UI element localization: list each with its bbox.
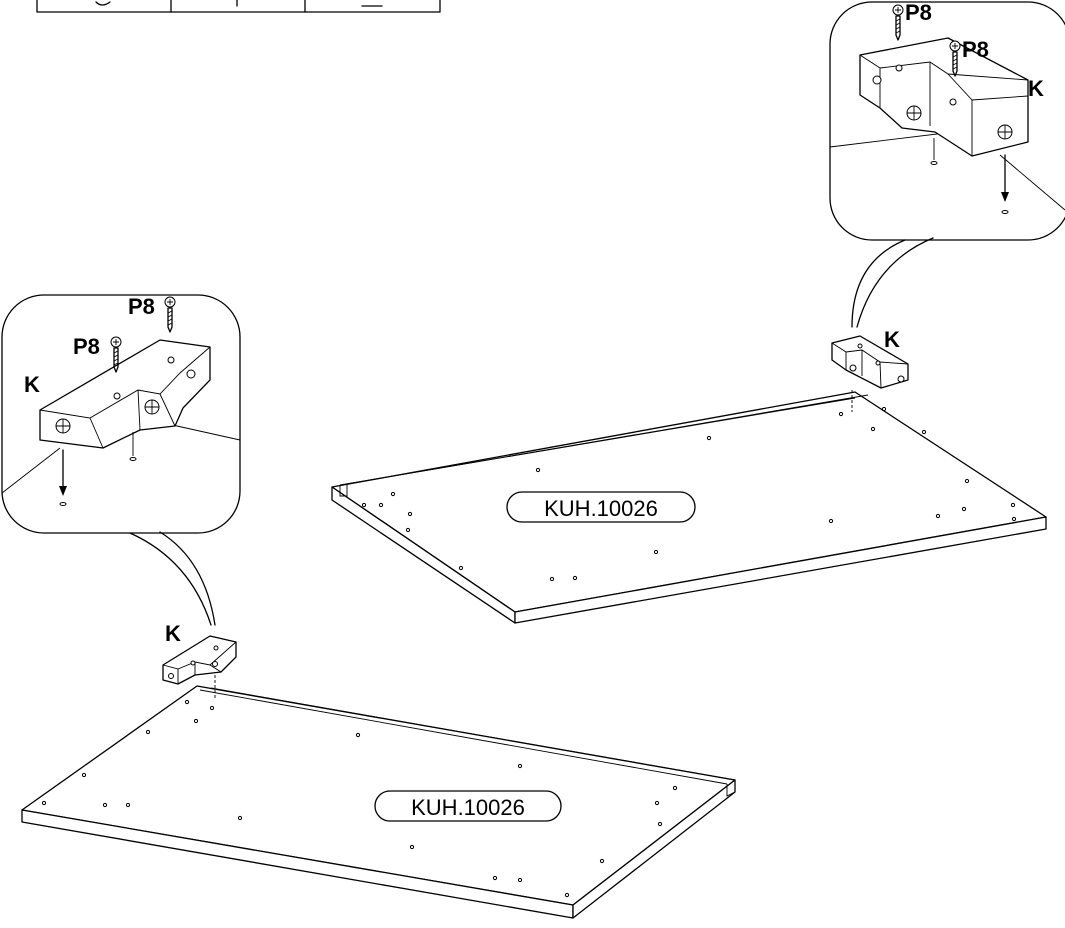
panel-left: KUH.10026 <box>21 685 736 919</box>
screw-label-3: P8 <box>128 294 155 319</box>
parts-table-fragment <box>36 0 441 13</box>
bracket-k-right: K <box>831 327 909 412</box>
panel-left-label: KUH.10026 <box>411 795 525 820</box>
bracket-k-left: K <box>162 621 237 698</box>
bracket-callout-label-right: K <box>1028 76 1044 101</box>
bracket-k-left-label: K <box>165 621 181 646</box>
panel-right-label: KUH.10026 <box>544 496 658 521</box>
bracket-callout-label-left: K <box>24 372 40 397</box>
screw-label-4: P8 <box>73 334 100 359</box>
bracket-k-right-label: K <box>884 327 900 352</box>
panel-right: KUH.10026 <box>331 391 1047 624</box>
callout-top-right: P8 P8 K <box>829 0 1065 328</box>
screw-label-1: P8 <box>905 0 932 25</box>
screw-label-2: P8 <box>962 37 989 62</box>
callout-left: P8 P8 K <box>1 294 241 626</box>
